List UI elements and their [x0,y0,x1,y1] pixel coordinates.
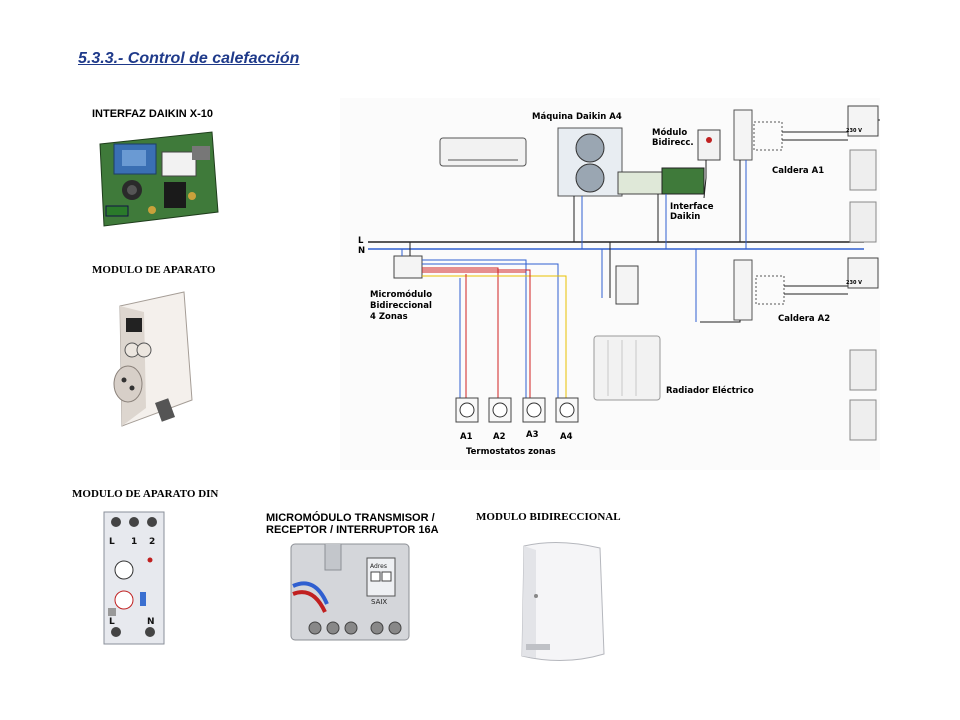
din-terminal-label: 1 [131,537,137,547]
caption-interfaz-x10: INTERFAZ DAIKIN X-10 [92,108,214,120]
label-interface-1: Interface [670,202,714,212]
label-micromodulo-3: 4 Zonas [370,312,408,322]
label-termostato-a1: A1 [460,432,473,442]
micromodulo-image: Adres SAIX [290,543,410,641]
modulo-aparato-din-image: L 1 2 L N [103,511,165,645]
din-terminal-label: L [109,537,115,547]
label-caldera-a1: Caldera A1 [772,166,825,176]
micromodulo-adres-label: Adres [370,563,387,570]
label-termostato-a3: A3 [526,430,539,440]
micromodulo-saix-label: SAIX [371,598,387,606]
label-modulo-bidirecc-1: Módulo [652,128,688,138]
caption-micromodulo-line1: MICROMÓDULO TRANSMISOR / [266,512,435,524]
label-micromodulo-1: Micromódulo [370,290,433,300]
label-radiador-electrico: Radiador Eléctrico [666,386,754,396]
page-title: 5.3.3.- Control de calefacción [78,50,300,67]
wiring-diagram: Máquina Daikin A4 Módulo Bidirecc. Inter… [340,98,880,470]
caption-micromodulo-line2: RECEPTOR / INTERRUPTOR 16A [266,524,439,536]
label-interface-2: Daikin [670,212,701,222]
label-volt-2: 230 V [846,280,863,286]
label-volt-1: 230 V [846,128,863,134]
modulo-bidireccional-image [521,541,605,661]
din-terminal-label: N [147,617,155,627]
label-termostatos-zonas: Termostatos zonas [466,447,556,457]
wiring-diagram-drawing [368,105,880,441]
label-micromodulo-2: Bidireccional [370,301,432,311]
caption-modulo-aparato-din: MODULO DE APARATO DIN [72,488,219,500]
label-termostato-a4: A4 [560,432,573,442]
caption-micromodulo: MICROMÓDULO TRANSMISOR / RECEPTOR / INTE… [266,512,439,536]
modulo-aparato-image [113,291,193,427]
caption-modulo-bidireccional: MODULO BIDIRECCIONAL [476,511,621,523]
label-termostato-a2: A2 [493,432,506,442]
din-terminal-label: 2 [149,537,155,547]
interfaz-x10-board-image [99,131,219,227]
label-line-l: L [358,236,364,246]
label-maquina-daikin: Máquina Daikin A4 [532,112,622,122]
caption-modulo-aparato: MODULO DE APARATO [92,264,216,276]
din-terminal-label: L [109,617,115,627]
label-modulo-bidirecc-2: Bidirecc. [652,138,694,148]
label-caldera-a2: Caldera A2 [778,314,831,324]
label-line-n: N [358,246,366,256]
